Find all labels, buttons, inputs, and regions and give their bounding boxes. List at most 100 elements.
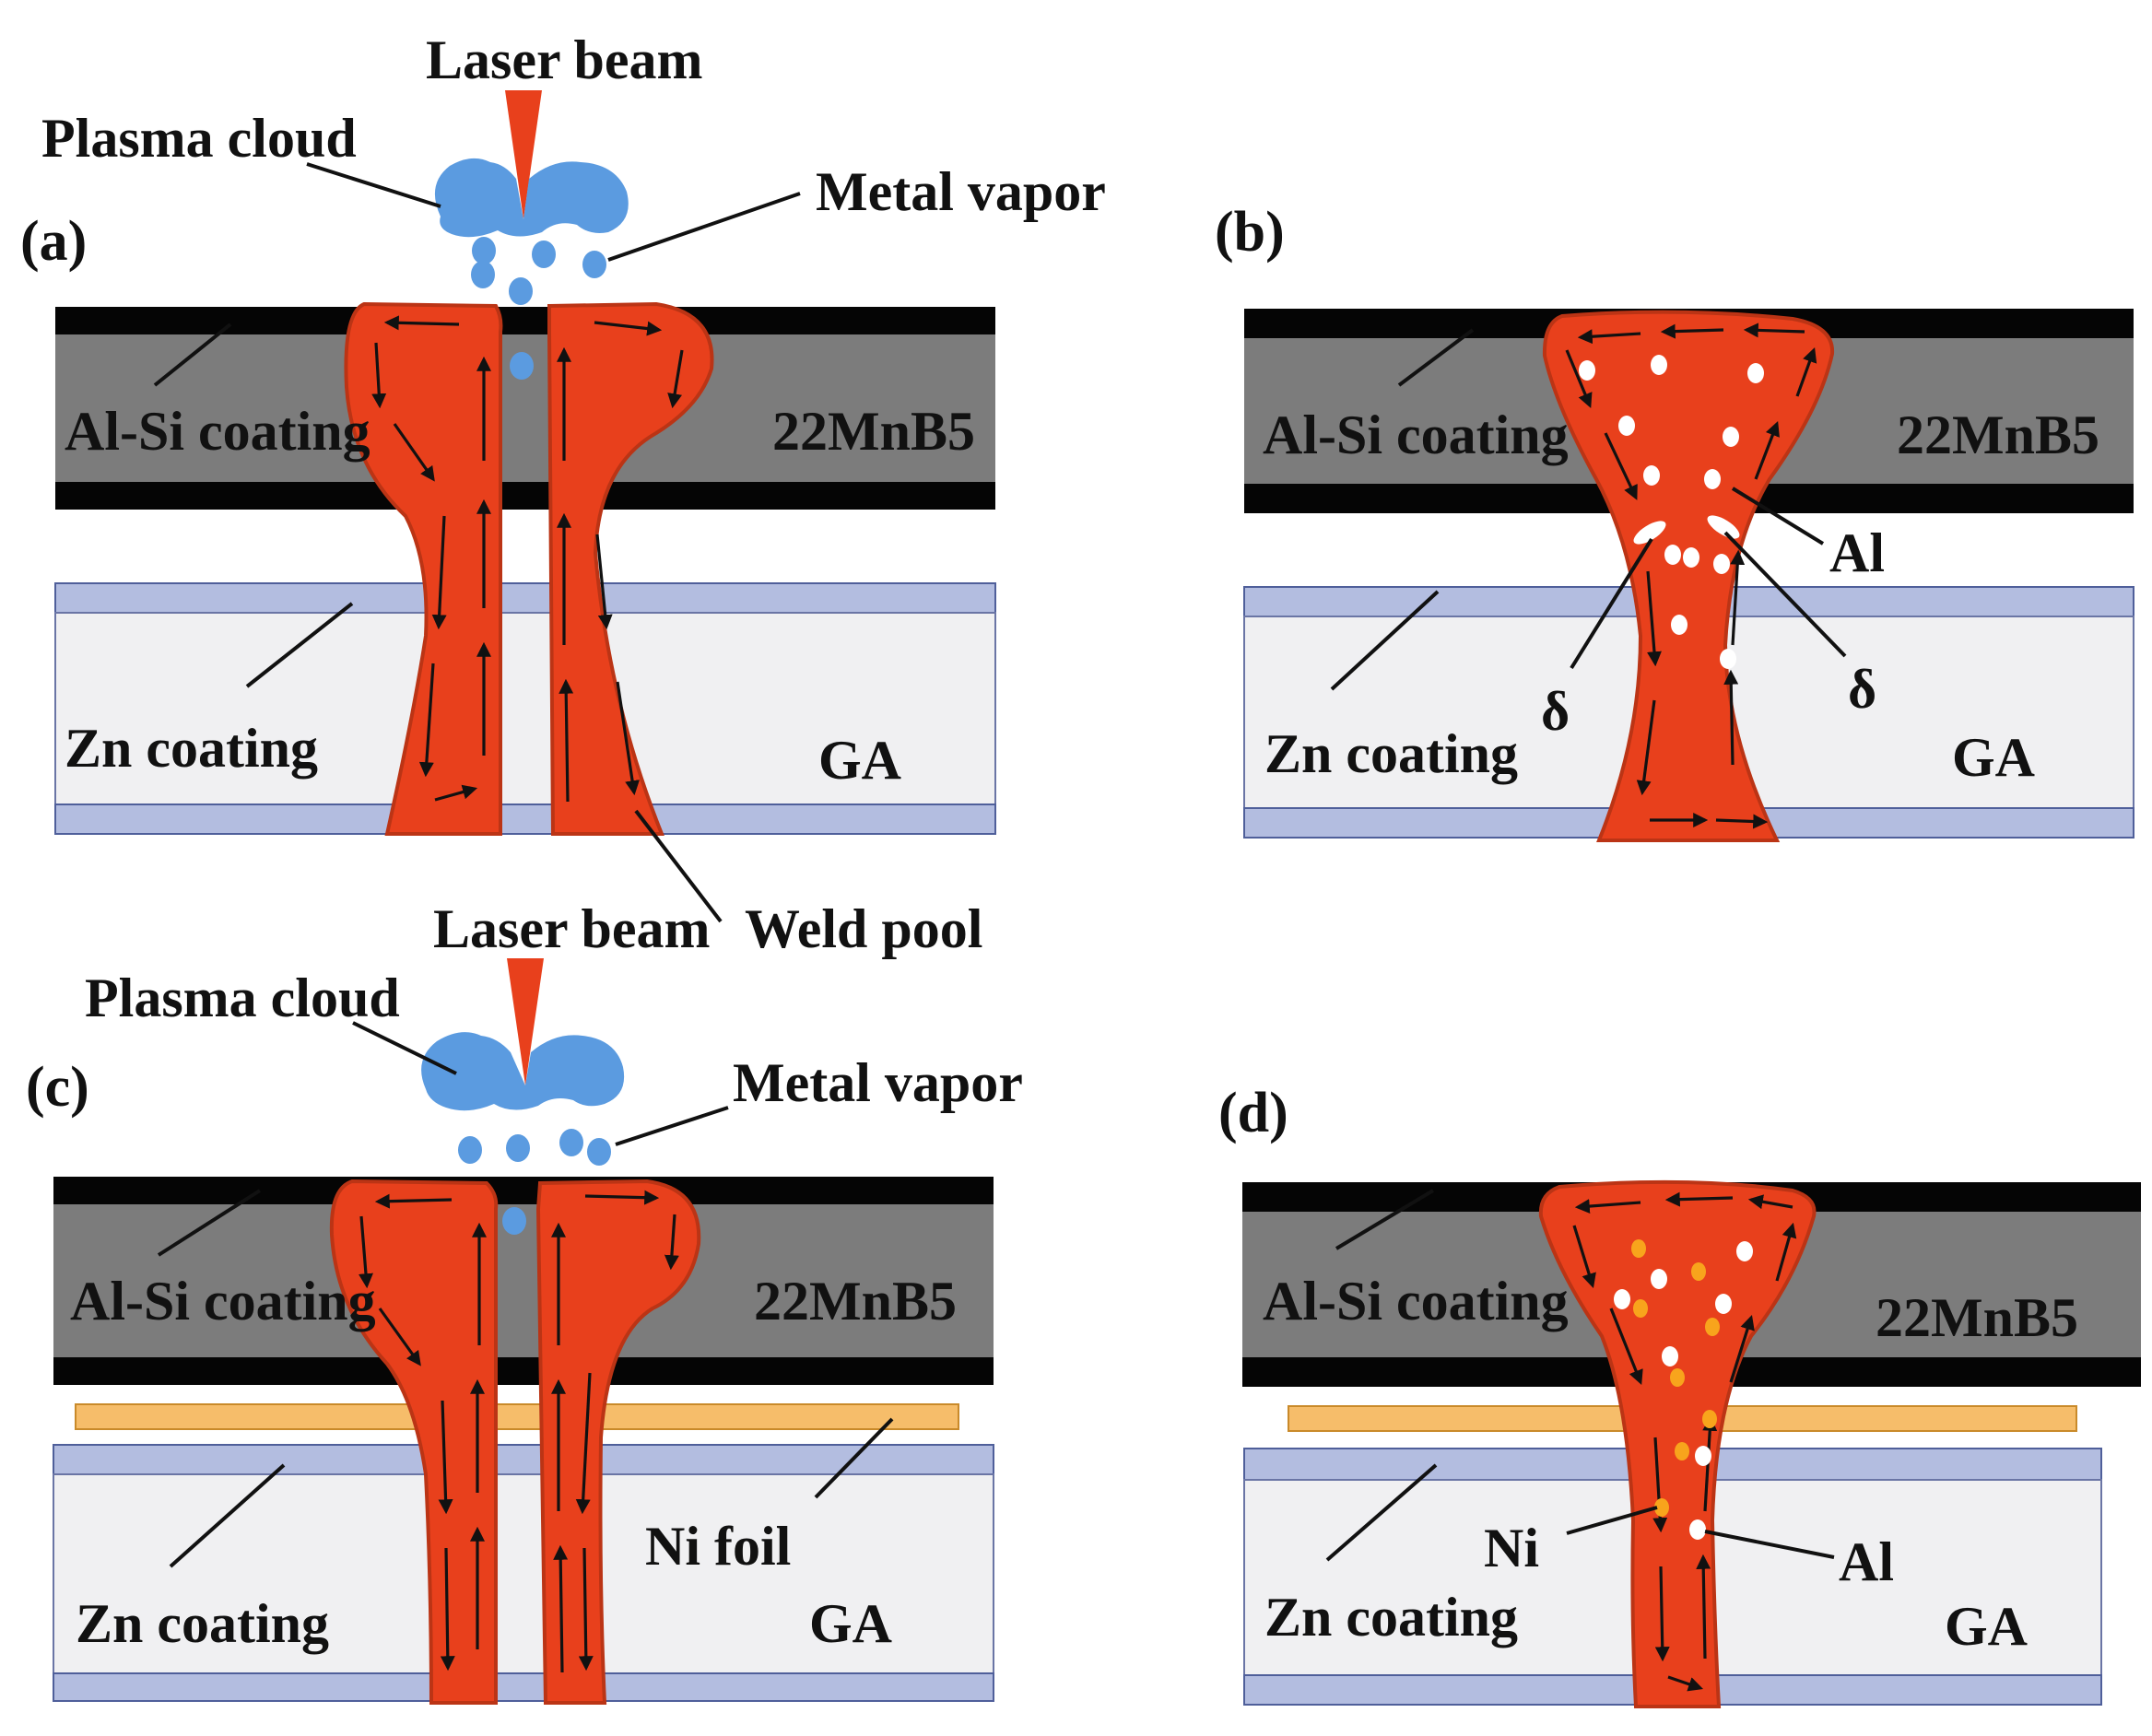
metal-vapor-droplet-icon [559,1129,583,1156]
flow-arrow-icon [1565,349,1593,408]
ni-particle [1702,1410,1717,1428]
flow-arrow-icon [1636,699,1656,796]
panel-d-alsi-leader [1335,1189,1435,1250]
panel-d-label: (d) [1218,1082,1288,1144]
flow-arrow-icon [1795,346,1817,397]
panel-c-ni-foil-label: Ni foil [645,1516,791,1577]
al-particle [1579,360,1595,381]
delta-phase-particle [1707,515,1740,539]
panel-c-alsi-leader [157,1189,262,1257]
flow-arrow-icon [1743,323,1805,338]
panel-a-zn-coating-top [54,582,996,614]
panel-d-al-particles [1614,1241,1753,1540]
flow-arrow-icon [1664,1191,1734,1207]
metal-vapor-droplet-icon [506,1134,530,1162]
panel-d-al-leader [1704,1530,1835,1559]
ni-particle [1705,1318,1720,1336]
flow-arrow-icon [393,423,435,482]
panel-b-flow-arrows [1565,323,1817,829]
al-particle [1715,1294,1732,1314]
plasma-cloud-icon [421,1032,625,1111]
panel-c-alsi-coating-bottom [53,1357,994,1385]
flow-arrow-icon [1667,1675,1704,1692]
metal-vapor-droplet-icon [458,1136,482,1164]
panel-c-zn-coating-top [53,1444,994,1475]
flow-arrow-icon [438,1400,453,1515]
panel-a-alsi-label: Al-Si coating [65,401,370,462]
metal-vapor-droplet-icon [582,251,606,278]
flow-arrow-icon [1572,1225,1596,1289]
panel-c-weld-pool-right [535,1179,701,1705]
panel-c-plasma-cloud-label: Plasma cloud [85,968,400,1028]
panel-b-delta-left-leader [1570,537,1653,670]
panel-b-zn-label: Zn coating [1264,723,1518,784]
panel-d-ga-label: GA [1945,1596,2028,1657]
flow-arrow-icon [440,1547,455,1671]
flow-arrow-icon [1654,1566,1670,1662]
panel-b-alsi-label: Al-Si coating [1263,405,1569,465]
flow-arrow-icon [559,678,574,803]
laser-beam-icon [507,958,544,1085]
flow-arrow-icon [664,1214,679,1271]
flow-arrow-icon [1696,1554,1711,1660]
panel-a-alsi-coating-top [55,307,995,334]
panel-c-ga-label: GA [809,1593,892,1654]
flow-arrow-icon [553,1544,569,1673]
al-particle [1736,1241,1753,1261]
panel-b-label: (b) [1215,201,1285,264]
ni-particle [1675,1442,1689,1460]
panel-b-alsi-leader [1397,328,1475,387]
panel-a-vapor-leader [607,192,801,262]
al-particle [1614,1289,1630,1309]
panel-a-alsi-coating-bottom [55,482,995,510]
flow-arrow-icon [359,1215,373,1289]
flow-arrow-icon [1604,432,1638,500]
panel-b-delta-left-label: δ [1541,681,1570,742]
panel-b-delta-phase [1633,515,1740,545]
metal-vapor-droplet-icon [587,1138,611,1166]
panel-b-delta-right-label: δ [1848,659,1876,720]
panel-c-metal-vapor [458,1129,611,1235]
flow-arrow-icon [1577,329,1641,345]
al-particle [1747,363,1764,383]
panel-c-zn-coating-bottom [53,1672,994,1702]
flow-arrow-icon [1730,549,1746,646]
flow-arrow-icon [1723,669,1739,766]
metal-vapor-droplet-icon [502,1207,526,1235]
ni-particle [1633,1299,1648,1318]
flow-arrow-icon [378,1308,421,1367]
panel-a-steel-label: 22MnB5 [772,401,975,462]
panel-b-steel-label: 22MnB5 [1897,405,2099,465]
metal-vapor-droplet-icon [472,237,496,264]
al-particle [1651,355,1667,375]
panel-c-plasma-leader [352,1021,457,1075]
panel-a-metal-vapor-label: Metal vapor [816,161,1106,222]
panel-c-zn-leader [169,1463,286,1568]
flow-arrow-icon [374,1193,453,1209]
panel-a-zn-label: Zn coating [65,718,318,779]
panel-b-weld-pool [1542,310,1835,842]
panel-a-weld-pool-right [547,301,714,836]
al-particle [1664,545,1681,565]
panel-c-ga-sheet [53,1473,994,1674]
flow-arrow-icon [594,321,663,336]
panel-a-ga-label: GA [818,730,901,791]
metal-vapor-droplet-icon [471,261,495,288]
panel-b-delta-right-leader [1723,531,1847,658]
panel-a: (a) [20,29,1106,959]
al-particle [1695,1446,1711,1466]
panel-b-al-label: Al [1829,522,1885,583]
flow-arrow-icon [1747,1194,1793,1210]
panel-a-flow-arrows [371,315,684,803]
al-particle [1643,465,1660,486]
panel-c-zn-label: Zn coating [76,1593,329,1654]
flow-arrow-icon [575,1372,592,1515]
flow-arrow-icon [667,349,684,409]
panel-a-zn-leader [245,602,354,688]
al-particle [1683,547,1699,568]
panel-d: (d) [1218,1082,2141,1708]
flow-arrow-icon [584,1190,660,1205]
delta-phase-particle [1633,521,1666,545]
panel-b-al-leader [1731,487,1825,545]
panel-d-alsi-label: Al-Si coating [1263,1271,1569,1331]
